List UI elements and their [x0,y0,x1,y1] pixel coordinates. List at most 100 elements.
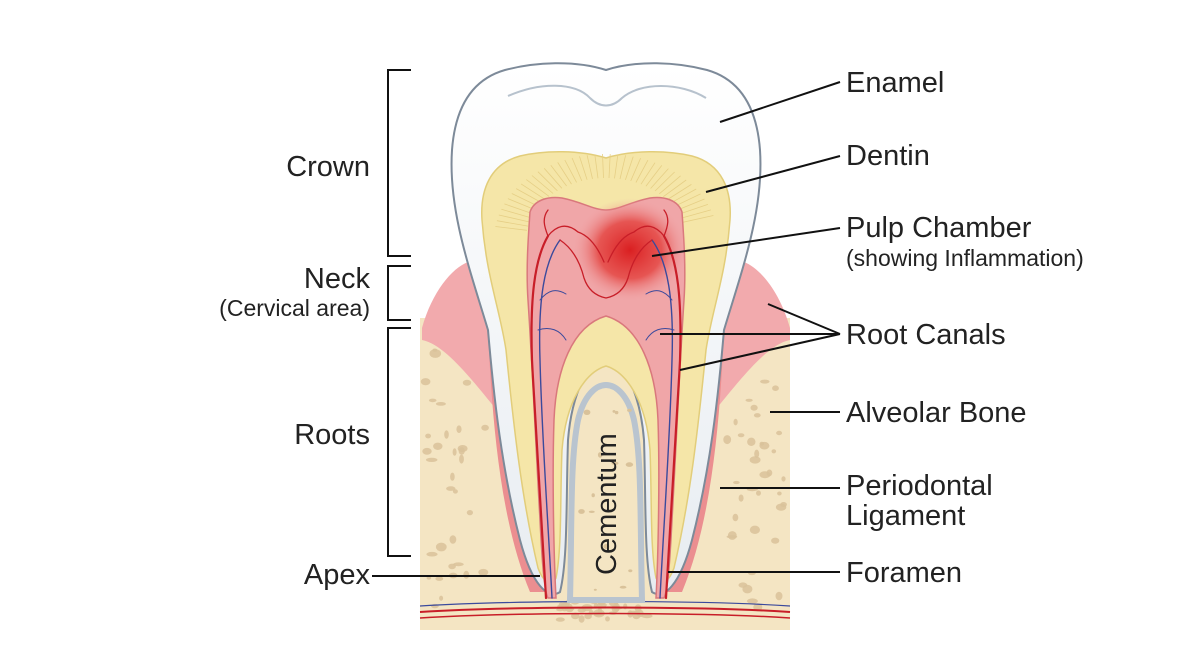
cementum-dot [612,410,616,413]
bone-pore [766,469,773,477]
dentin-tubule [619,155,626,180]
dentin-tubule [501,208,532,219]
bone-pore [429,349,442,358]
bone-pore [775,591,783,601]
dentin-tubule [557,162,572,185]
dentin-tubule [579,156,588,180]
bone-pore [747,437,756,446]
bone-pore [556,608,564,612]
bone-pore [466,509,473,516]
bone-pore [462,379,472,386]
foramen-label: Foramen [846,557,962,589]
bone-pore [596,602,607,608]
dentin-tubule [650,168,669,189]
neck-sublabel: (Cervical area) [219,295,370,321]
dentin-tubule [496,220,529,227]
leader-lines [372,81,841,577]
bone-pore [746,598,758,604]
dentin-tubule [630,158,641,182]
bone-pore [555,617,565,622]
bone-pore [432,348,438,352]
bone-pore [450,472,455,481]
periodontal-label-line2: Ligament [846,500,965,532]
bone-pore [578,615,585,623]
bone-pore [481,424,489,431]
root-canals-label: Root Canals [846,319,1006,351]
alveolar-bone-label: Alveolar Bone [846,397,1027,429]
bone-pore [588,609,594,616]
dentin-tubule [571,157,583,182]
inflammation [572,198,688,302]
bone-pore [444,430,449,439]
dentin-tubule [520,183,546,200]
bone-pore [780,502,787,507]
bone-pore [745,398,753,402]
dentin-tubule [498,214,530,223]
bone-pore [759,441,765,446]
neck-label: Neck [304,263,371,295]
bone-pore [453,562,464,567]
bone-pore [446,486,456,491]
dentin-tubule [614,154,619,179]
cementum-texture [578,408,634,591]
roots-label: Roots [294,419,370,451]
bone-pore [760,379,770,384]
enamel-cusp-line [507,84,707,107]
dentin-tubule [564,159,577,183]
bone-pore [754,449,760,458]
bone-pore [742,584,753,594]
bone-pore [420,378,431,386]
bone-pore [459,454,464,464]
cementum-label: Cementum [591,433,623,575]
bone-pore [425,433,431,439]
blood-vessels [530,209,682,600]
cementum-dot [578,509,585,514]
bone-pore [452,448,457,456]
bone-pore [428,398,437,403]
cementum-dot [593,588,597,591]
bone-pore [456,425,462,434]
bone-pore [727,531,737,540]
dentin-tubule [586,155,593,179]
dentin-tubule [625,156,634,181]
dentin-tubule [543,168,563,189]
dentin-tubule [678,204,709,215]
bone-pore [776,430,783,436]
bone-pore [478,568,489,576]
bone-pore [605,616,610,622]
dentin-tubule [666,184,692,201]
cementum-dot [625,462,634,467]
bone-pore [753,413,761,418]
dentin-tubule [680,209,712,219]
bone-pore [435,542,447,552]
bone-pore [733,418,738,426]
crown-label: Crown [286,151,370,183]
pulp-chamber-label: Pulp Chamber [846,212,1032,244]
cementum-dot [627,408,632,412]
dentin-tubule [594,154,599,179]
bone-pore [641,613,653,619]
bone-pore [772,385,779,392]
cementum-dot [628,569,633,573]
dentin-tubule [654,171,675,192]
cementum-dot [588,510,595,513]
dentin-tubule [682,215,714,223]
bone-pore [737,433,745,438]
dentin-tubule [635,160,649,183]
bone-pore [433,442,443,450]
bone-pore [771,449,777,454]
dentin-tubule [516,188,543,204]
bone-pore [756,490,761,496]
dentin-tubule [670,188,697,204]
bone-pore [426,576,432,580]
bone-pore [435,576,444,581]
dentin-tubule [537,171,558,192]
dentin-tubule [645,165,663,187]
bone-pore [422,447,432,455]
periodontal-label-line1: Periodontal [846,470,993,502]
dentin-tubule [608,154,611,179]
bone-pore [425,457,438,462]
bone-pore [435,402,446,406]
bone-pore [771,537,780,544]
